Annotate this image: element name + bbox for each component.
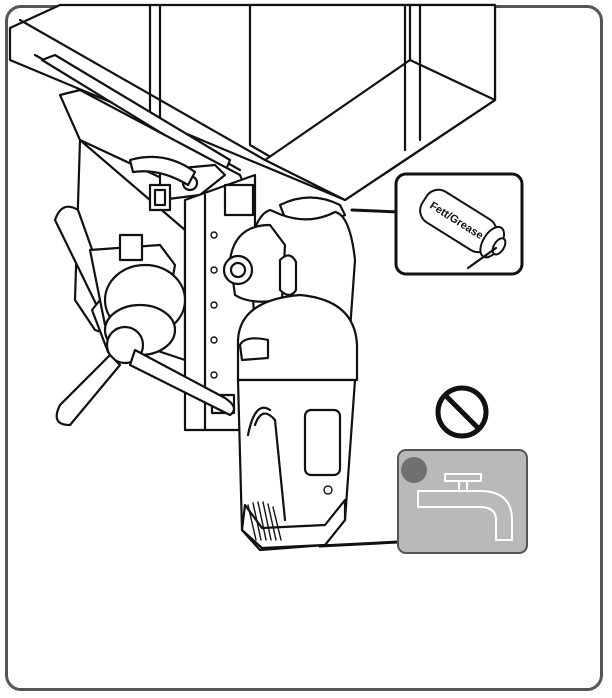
water-tap-icon (417, 473, 513, 541)
grease-callout: Fett/Grease (394, 172, 524, 276)
motor-housing (222, 196, 359, 552)
warning-leader-line (318, 540, 400, 548)
workpiece-table (8, 3, 497, 202)
vent-grille (247, 501, 282, 541)
prohibited-icon (435, 385, 489, 439)
no-water-warning-panel (397, 449, 528, 554)
warning-dot (401, 457, 427, 483)
warning-panel (397, 449, 528, 554)
feed-handles (53, 205, 236, 427)
grease-leader-line (350, 208, 400, 214)
